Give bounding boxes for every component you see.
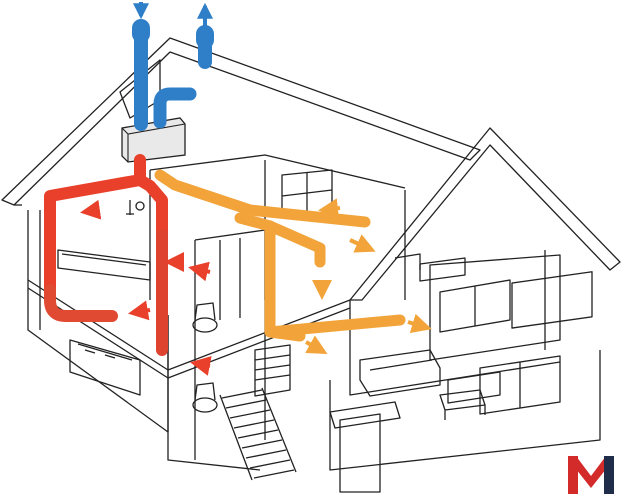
logo-middle-v xyxy=(572,456,610,488)
ventilation-unit xyxy=(121,117,186,163)
staircase xyxy=(221,389,295,479)
house-outline xyxy=(1,37,621,493)
logo-right-stroke xyxy=(604,456,614,494)
toilet-lower xyxy=(192,397,218,413)
gable-roof xyxy=(349,127,621,301)
extract-air-ducts xyxy=(154,169,406,342)
front-wall-right xyxy=(329,350,601,471)
supply-air-arrows xyxy=(80,199,212,376)
extract-air-arrows xyxy=(305,198,432,354)
brand-logo xyxy=(568,456,614,494)
exhaust-air-duct xyxy=(153,87,197,129)
sofa xyxy=(359,349,441,397)
toilet-upper xyxy=(192,317,218,333)
main-roof xyxy=(1,37,481,206)
kitchen-counter xyxy=(69,339,141,396)
bathtub xyxy=(57,249,151,281)
front-door xyxy=(339,413,381,493)
outdoor-air-ducts xyxy=(132,19,214,131)
outdoor-air-arrows xyxy=(133,2,213,26)
window-upper-right xyxy=(511,271,593,329)
supply-air-ducts xyxy=(44,154,168,356)
